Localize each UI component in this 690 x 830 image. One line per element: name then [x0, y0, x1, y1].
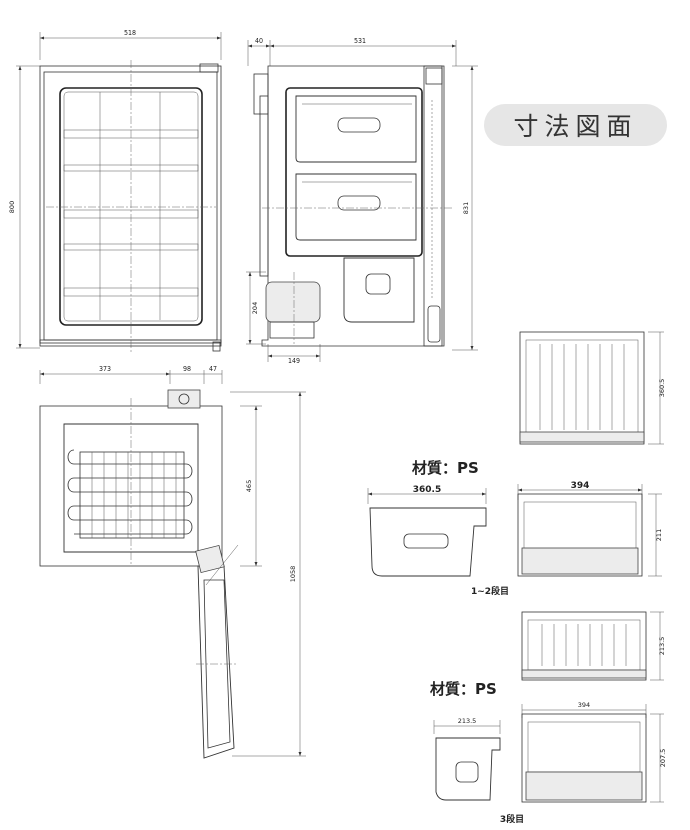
side-depth-dim: 531: [354, 37, 366, 45]
front-view: 518 800: [8, 29, 222, 352]
drawer-upper-top: [519, 331, 645, 445]
side-inner-liner: [285, 87, 423, 257]
side-drawer-1: [295, 95, 417, 163]
top-total-dim: 1058: [289, 566, 297, 583]
top-dim-98: 98: [183, 365, 191, 373]
side-cabinet: [261, 65, 445, 347]
drawer-upper-height-dim: 211: [655, 529, 663, 541]
top-width-dim: 373: [99, 365, 111, 373]
side-height-dim: 831: [462, 202, 470, 214]
drawer-lower-height-dim: 207.5: [659, 749, 667, 768]
drawer-upper-views: 360.5 材質：PS 360.5 1~2段目 394 211: [367, 331, 666, 597]
open-door: [197, 565, 235, 759]
front-width-dim: 518: [124, 29, 136, 37]
drawer-lower-side-width-dim: 213.5: [458, 717, 477, 725]
drawer-lower-views: 213.5 材質：PS 213.5 3段目 394 207.5: [430, 611, 667, 825]
front-height-dim: 800: [8, 201, 16, 213]
side-drawer-2: [295, 173, 417, 241]
title-badge: 寸法図面: [484, 104, 667, 146]
drawer-upper-side: [369, 507, 487, 577]
front-cabinet: [39, 65, 222, 344]
page-title: 寸法図面: [513, 112, 638, 141]
drawer-upper-side-width-dim: 360.5: [413, 485, 441, 495]
drawer-upper-caption: 1~2段目: [471, 585, 509, 597]
compressor-width-dim: 149: [288, 357, 300, 365]
top-depth-dim: 465: [245, 480, 253, 492]
hinge-block: [167, 389, 201, 409]
drawer-lower-side: [435, 737, 501, 801]
drawer-lower-top: [521, 611, 647, 681]
top-view: 373 98 47 465 1058: [39, 365, 306, 759]
side-depth-offset-dim: 40: [255, 37, 263, 45]
drawer-lower-front-width-dim: 394: [578, 701, 590, 709]
drawer-upper-front-width-dim: 394: [571, 481, 590, 491]
drawer-lower-material: 材質：PS: [430, 680, 497, 698]
compressor-height-dim: 204: [251, 302, 259, 314]
drawer-upper-material: 材質：PS: [412, 459, 479, 477]
drawer-upper-front: [517, 493, 643, 577]
drawer-lower-depth-dim: 213.5: [658, 637, 666, 656]
condenser-coil: [67, 449, 193, 535]
drawer-lower-front: [521, 713, 647, 803]
drawer-lower-caption: 3段目: [500, 813, 524, 825]
side-view: 40 531 831 204 149: [246, 37, 478, 365]
drawer-upper-depth-dim: 360.5: [658, 379, 666, 398]
side-drawer-3: [343, 257, 415, 323]
top-dim-47: 47: [209, 365, 217, 373]
compressor: [265, 281, 321, 323]
